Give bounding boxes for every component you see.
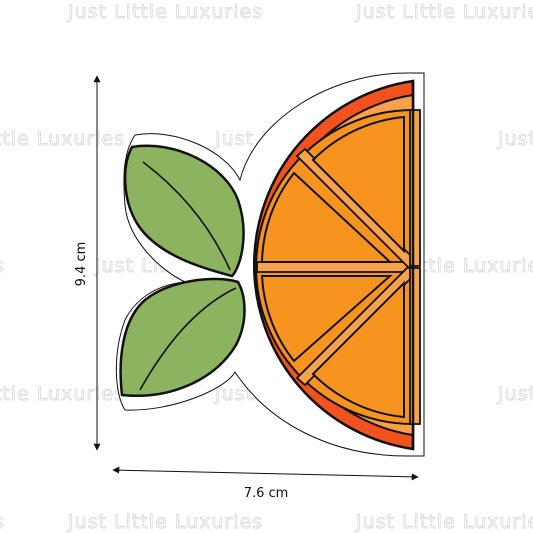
watermark-text: Just Little Luxuries [0, 128, 125, 150]
watermark-text: Just Little Luxuries [67, 1, 263, 23]
watermark-text: Just Little Luxuries [67, 511, 263, 533]
width-label: 7.6 cm [244, 486, 289, 501]
watermark-text: Just Little Luxuries [0, 255, 5, 277]
segment-dividers [256, 109, 421, 425]
bottom-leaf [119, 277, 246, 397]
watermark-text: Just Little Luxuries [355, 511, 533, 533]
watermark-text: Just Little Luxuries [355, 1, 533, 23]
top-leaf [123, 144, 245, 278]
watermark-text: Just Little Luxuries [497, 128, 533, 150]
segments [260, 115, 405, 419]
height-dimension: 9.4 cm [74, 75, 101, 451]
height-label: 9.4 cm [74, 242, 89, 287]
watermark-text: Just Little Luxuries [497, 383, 533, 405]
width-dimension: 7.6 cm [112, 466, 419, 501]
watermark-text: Just Little Luxuries [0, 383, 125, 405]
watermark-text: Just Little Luxuries [0, 511, 5, 533]
orange-slice [253, 79, 421, 451]
